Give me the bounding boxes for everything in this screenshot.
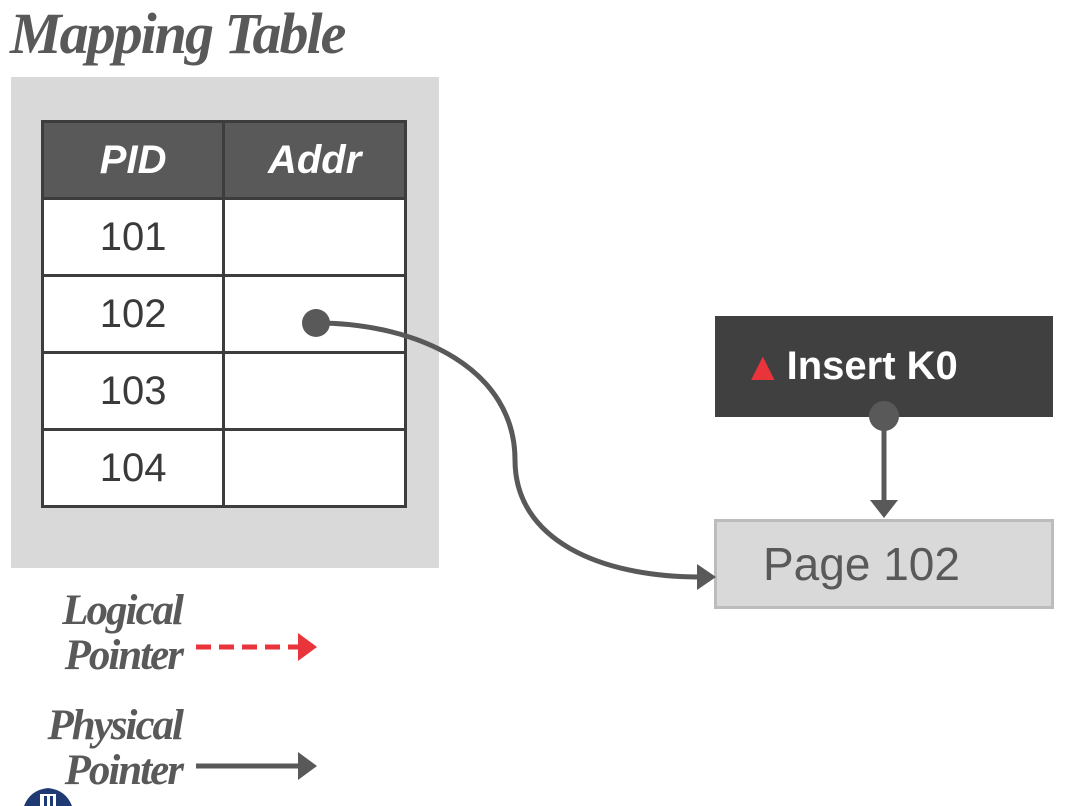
- delta-pointer-arrowhead: [870, 500, 898, 518]
- table-header-row: PID Addr: [40, 120, 407, 200]
- logical-pointer-legend-arrowhead: [298, 633, 317, 661]
- triangle-delta-icon: ▲: [743, 344, 783, 389]
- physical-pointer-legend-arrowhead: [298, 752, 317, 780]
- physical-pointer-arrow: [315, 320, 701, 580]
- page-box: Page 102: [714, 519, 1054, 609]
- logical-pointer-label: Logical Pointer: [62, 587, 184, 680]
- addr-cell: [222, 351, 407, 431]
- table-row: 104: [40, 428, 407, 508]
- mapping-table: PID Addr 101 102 103 104: [40, 120, 407, 508]
- physical-pointer-arrowhead: [697, 564, 716, 590]
- addr-cell: [222, 428, 407, 508]
- pid-cell: 104: [40, 428, 226, 508]
- physical-pointer-label: Physical Pointer: [47, 702, 184, 795]
- addr-column-header: Addr: [222, 120, 407, 200]
- delta-record-box: ▲ Insert K0: [715, 316, 1053, 417]
- pid-cell: 102: [40, 274, 226, 354]
- table-row: 103: [40, 351, 407, 431]
- addr-cell: [222, 197, 407, 277]
- university-logo-icon: [24, 788, 72, 806]
- pid-cell: 101: [40, 197, 226, 277]
- table-row: 102: [40, 274, 407, 354]
- table-row: 101: [40, 197, 407, 277]
- pointer-origin-dot: [302, 309, 330, 337]
- diagram-title: Mapping Table: [10, 1, 346, 66]
- delta-record-label: Insert K0: [786, 344, 958, 388]
- pid-column-header: PID: [40, 120, 226, 200]
- page-label: Page 102: [763, 538, 960, 590]
- pid-cell: 103: [40, 351, 226, 431]
